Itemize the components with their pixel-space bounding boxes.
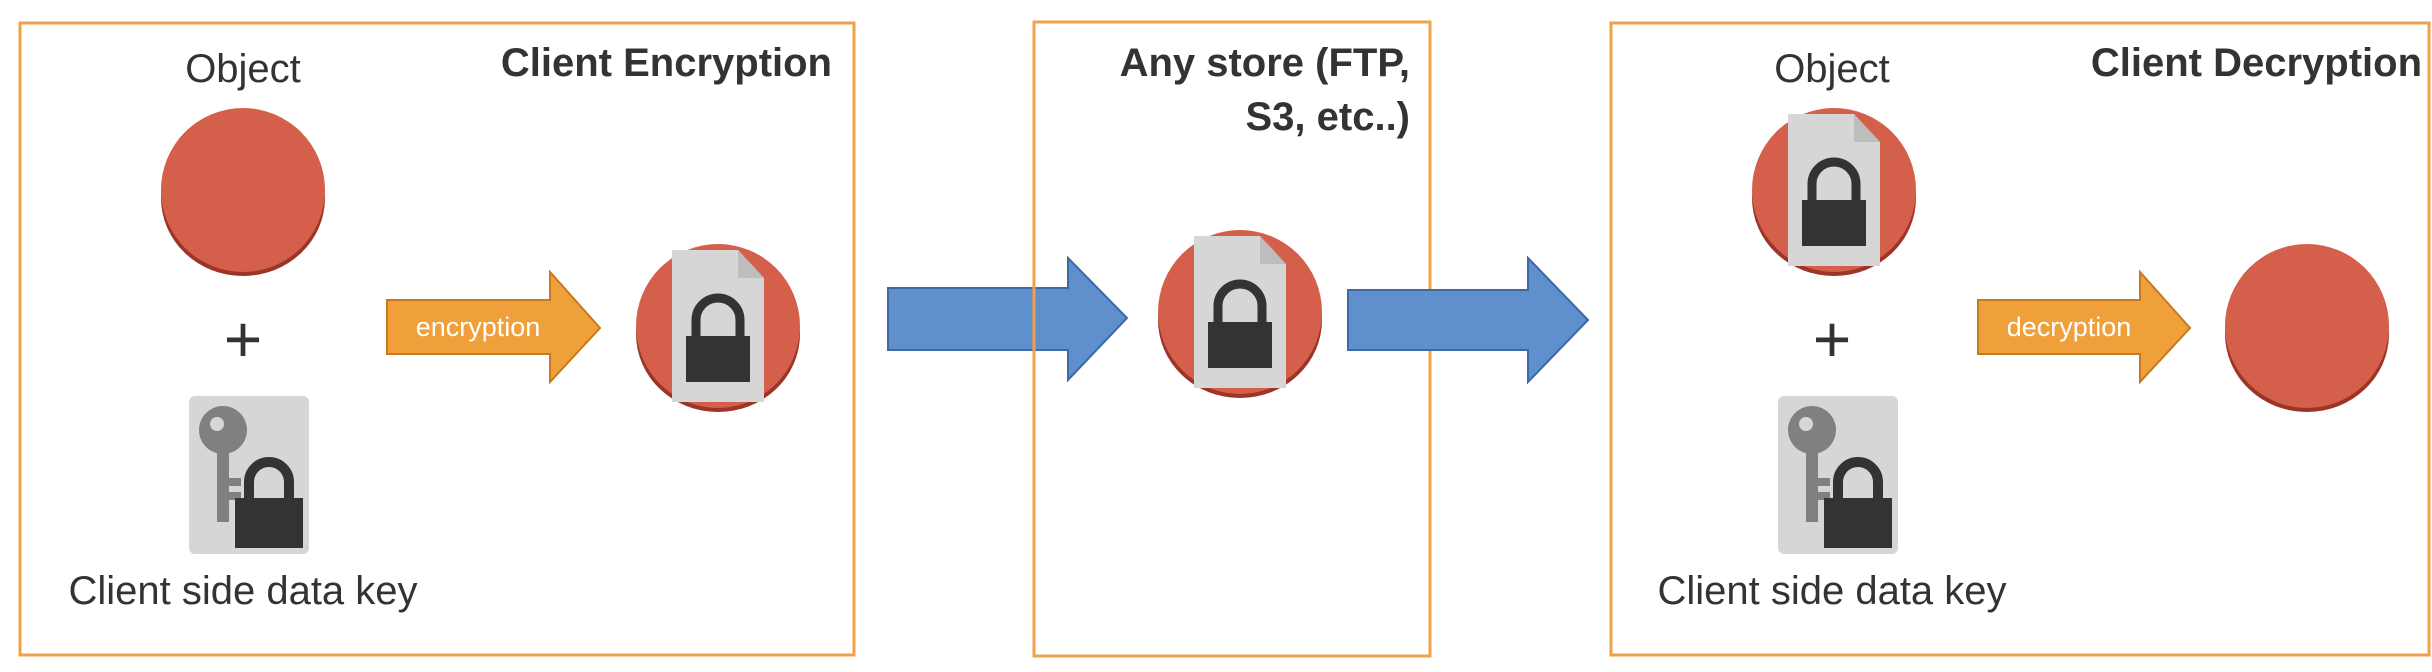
object-icon	[161, 108, 325, 276]
client-side-data-key-label: Client side data key	[68, 569, 417, 613]
plus-sign-decryption: +	[1813, 302, 1852, 376]
store-panel: Any store (FTP, S3, etc..)	[1032, 20, 1432, 658]
client-encryption-title: Client Encryption	[501, 41, 832, 85]
encryption-arrow-icon: encryption	[386, 269, 602, 385]
object-label-decryption: Object	[1774, 47, 1890, 91]
client-encryption-panel: Client Encryption Object + Client side d…	[18, 21, 856, 657]
stored-encrypted-object-icon	[1158, 230, 1322, 398]
download-transfer-arrow-icon	[1347, 255, 1590, 385]
object-label: Object	[185, 47, 301, 91]
upload-transfer-arrow-icon	[887, 255, 1129, 383]
plus-sign: +	[224, 302, 263, 376]
encryption-arrow-label: encryption	[416, 312, 541, 342]
client-decryption-frame	[1609, 21, 2431, 657]
decryption-arrow-label: decryption	[2007, 312, 2132, 342]
client-side-data-key-label-decryption: Client side data key	[1657, 569, 2006, 613]
client-encryption-frame	[18, 21, 856, 657]
key-lock-icon	[189, 396, 309, 554]
encrypted-object-icon	[636, 244, 800, 412]
decryption-arrow-icon: decryption	[1977, 269, 2192, 385]
store-title-line1: Any store (FTP,	[1120, 41, 1410, 85]
encrypted-object-icon-decryption	[1752, 108, 1916, 276]
decrypted-object-icon	[2225, 244, 2389, 412]
client-decryption-title: Client Decryption	[2091, 41, 2422, 85]
store-title-line2: S3, etc..)	[1245, 95, 1410, 139]
key-lock-icon-decryption	[1778, 396, 1898, 554]
client-decryption-panel: Client Decryption Object + Client side d…	[1609, 21, 2431, 657]
